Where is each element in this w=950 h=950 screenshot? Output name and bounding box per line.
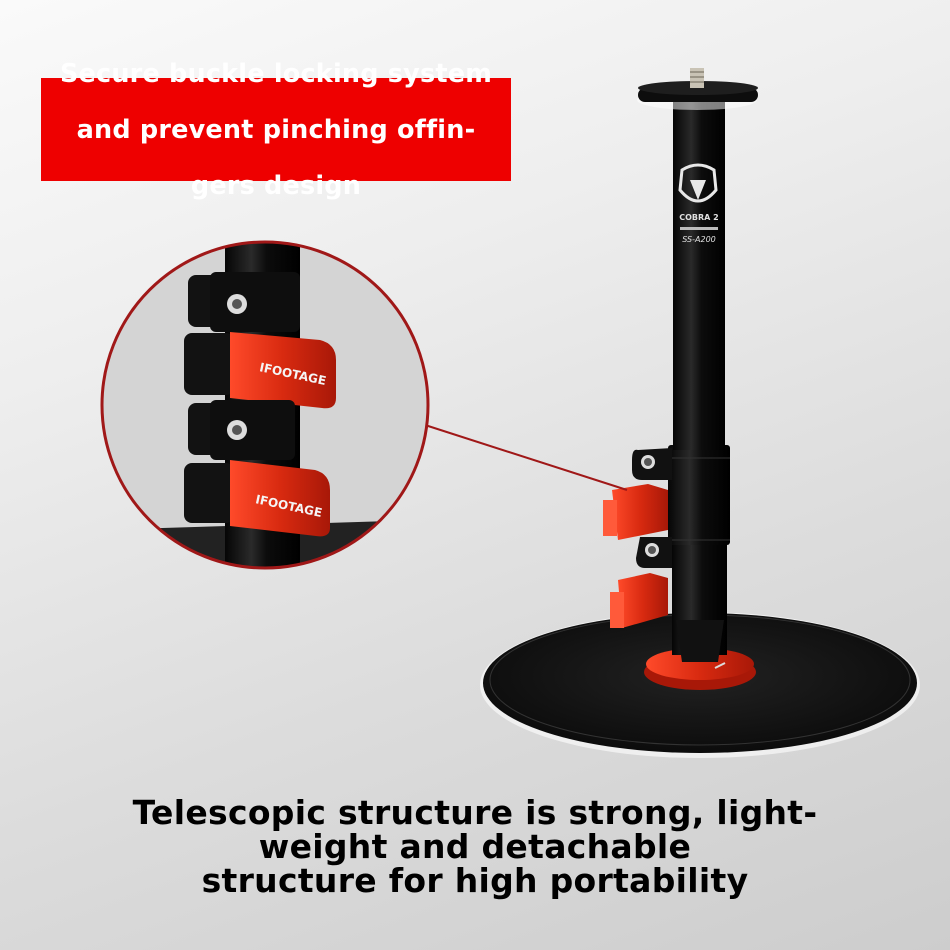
feature-banner: Secure buckle locking system and prevent… bbox=[41, 60, 511, 200]
middle-tube bbox=[668, 445, 730, 545]
cobra-logo-icon bbox=[678, 163, 718, 203]
caption-line-3: structure for high portability bbox=[201, 861, 749, 900]
lower-clamp bbox=[610, 537, 672, 628]
feature-caption: Telescopic structure is strong, light- w… bbox=[0, 796, 950, 898]
banner-line-2: and prevent pinching offin- bbox=[76, 114, 476, 145]
banner-line-3: gers design bbox=[190, 170, 362, 201]
callout-line bbox=[424, 424, 628, 491]
caption-line-1: Telescopic structure is strong, light- bbox=[132, 793, 818, 832]
upper-clamp bbox=[603, 448, 672, 540]
zoomed-buckle-2 bbox=[230, 460, 330, 537]
foot-nut bbox=[644, 648, 756, 690]
mount-screw bbox=[690, 68, 704, 88]
zoom-callout-circle: IFOOTAGE IFOOTAGE bbox=[100, 240, 430, 570]
banner-text: Secure buckle locking system and prevent… bbox=[60, 32, 492, 228]
lower-buckle bbox=[618, 573, 668, 628]
model-label: SS-A200 bbox=[682, 235, 716, 244]
zoomed-buckle-1 bbox=[230, 332, 336, 409]
upper-tube bbox=[673, 100, 725, 450]
top-mount-plate bbox=[637, 68, 758, 110]
caption-line-2: weight and detachable bbox=[258, 827, 692, 866]
brand-label: COBRA 2 bbox=[679, 213, 718, 222]
banner-line-1: Secure buckle locking system bbox=[59, 58, 493, 89]
upper-buckle bbox=[612, 484, 668, 540]
